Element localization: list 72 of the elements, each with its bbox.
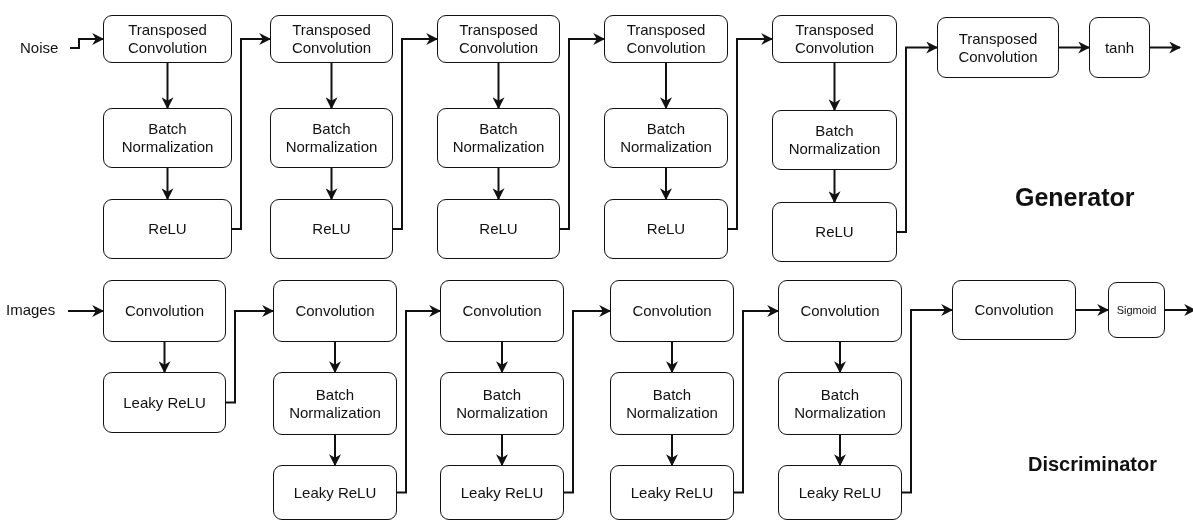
arrow — [231, 33, 272, 230]
arrow — [158, 341, 171, 374]
layer-box: Convolution — [273, 280, 397, 342]
arrow — [492, 62, 505, 110]
layer-box: Convolution — [440, 280, 564, 342]
layer-box: Batch Normalization — [778, 372, 902, 435]
layer-box: Leaky ReLU — [103, 372, 226, 433]
arrow — [733, 305, 780, 494]
layer-box: Transposed Convolution — [103, 15, 232, 63]
arrow — [828, 62, 841, 112]
arrow — [496, 341, 508, 374]
arrow — [496, 434, 508, 467]
arrow — [392, 33, 439, 230]
layer-box: Leaky ReLU — [778, 465, 902, 520]
layer-box: Transposed Convolution — [772, 15, 897, 63]
layer-box: Convolution — [103, 280, 226, 342]
arrow — [666, 341, 678, 374]
layer-box: Transposed Convolution — [437, 15, 560, 63]
layer-box: Batch Normalization — [273, 372, 397, 435]
arrow — [225, 305, 275, 404]
layer-box: Batch Normalization — [610, 372, 734, 435]
layer-box: Leaky ReLU — [273, 465, 397, 520]
layer-box: ReLU — [772, 202, 897, 262]
layer-box: ReLU — [270, 199, 393, 259]
layer-box: Convolution — [778, 280, 902, 342]
arrow — [660, 167, 672, 201]
arrow — [1075, 304, 1110, 316]
arrow — [834, 434, 846, 467]
layer-box: Batch Normalization — [440, 372, 564, 435]
arrow — [329, 341, 341, 374]
layer-box: Batch Normalization — [772, 110, 897, 170]
layer-box: ReLU — [103, 199, 232, 259]
arrow — [161, 167, 174, 201]
layer-box: ReLU — [437, 199, 560, 259]
layer-box: ReLU — [604, 199, 728, 259]
arrow — [901, 304, 954, 494]
arrow — [660, 62, 672, 110]
layer-box: Transposed Convolution — [604, 15, 728, 63]
layer-box: Convolution — [610, 280, 734, 342]
layer-box: Batch Normalization — [270, 108, 393, 168]
layer-box: Transposed Convolution — [937, 17, 1059, 78]
layer-box: tanh — [1089, 17, 1150, 78]
input-label: Images — [6, 300, 68, 320]
arrow — [828, 169, 841, 204]
layer-box: Sigmoid — [1108, 282, 1165, 338]
arrow — [69, 33, 105, 49]
arrow — [727, 33, 774, 230]
arrow — [67, 305, 105, 317]
layer-box: Batch Normalization — [604, 108, 728, 168]
arrow — [563, 305, 612, 494]
layer-box: Batch Normalization — [103, 108, 232, 168]
arrow — [325, 62, 338, 110]
arrow — [559, 33, 606, 230]
layer-box: Batch Normalization — [437, 108, 560, 168]
arrow — [1058, 41, 1091, 54]
layer-box: Transposed Convolution — [270, 15, 393, 63]
layer-box: Leaky ReLU — [440, 465, 564, 520]
arrow — [161, 62, 174, 110]
arrow — [1164, 304, 1193, 316]
arrow — [329, 434, 341, 467]
arrow — [666, 434, 678, 467]
arrow — [396, 305, 442, 494]
arrow — [834, 341, 846, 374]
layer-box: Convolution — [952, 280, 1076, 340]
section-title: Generator — [1015, 183, 1135, 212]
arrow — [325, 167, 338, 201]
arrow — [1149, 41, 1182, 54]
section-title: Discriminator — [1028, 453, 1157, 476]
input-label: Noise — [20, 38, 70, 58]
arrow — [492, 167, 505, 201]
arrow — [896, 41, 939, 233]
layer-box: Leaky ReLU — [610, 465, 734, 520]
